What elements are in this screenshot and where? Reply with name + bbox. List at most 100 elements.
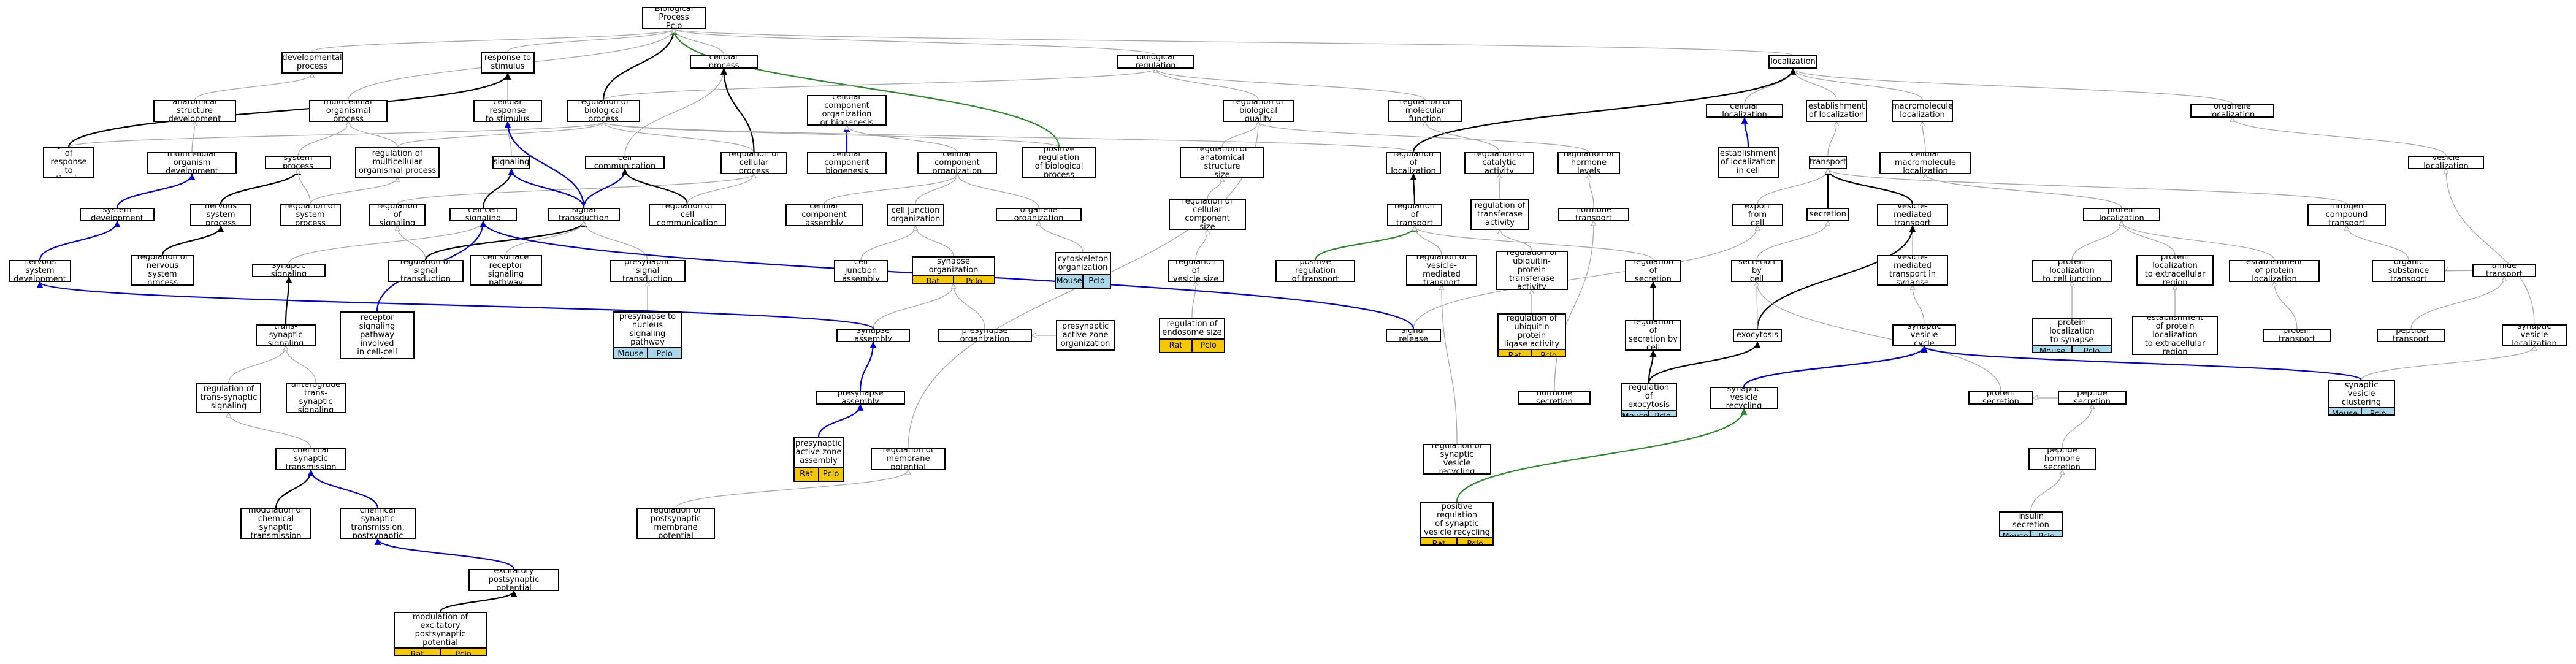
node-organelle-organization[interactable]: organelle organization (996, 208, 1082, 221)
node-cell-cell-signaling[interactable]: cell-cell signaling (449, 208, 517, 221)
node-regulation-of-ubiquitin-protein-ligase-activity[interactable]: regulation of ubiquitin protein ligase a… (1497, 313, 1566, 357)
node-developmental-process[interactable]: developmental process (281, 52, 343, 74)
node-secretion[interactable]: secretion (1806, 208, 1849, 221)
node-regulation-of-cell-communication[interactable]: regulation of cell communication (649, 204, 726, 226)
node-establishment-of-localization-in-cell[interactable]: establishment of localization in cell (1718, 147, 1779, 178)
node-regulation-of-anatomical-structure-size[interactable]: regulation of anatomical structure size (1180, 147, 1264, 178)
node-amide-transport[interactable]: amide transport (2472, 264, 2536, 277)
node-biological-process[interactable]: Biological Process Pclo (642, 7, 706, 29)
node-regulation-of-multicellular-organismal-process[interactable]: regulation of multicellular organismal p… (355, 147, 440, 178)
node-nitrogen-compound-transport[interactable]: nitrogen compound transport (2307, 204, 2386, 226)
node-chemical-synaptic-transmission[interactable]: chemical synaptic transmission (275, 448, 346, 470)
node-protein-localization[interactable]: protein localization (2083, 208, 2160, 221)
node-regulation-of-nervous-system-process[interactable]: regulation of nervous system process (131, 255, 194, 286)
node-regulation-of-system-process[interactable]: regulation of system process (280, 204, 341, 226)
node-vesicle-mediated-transport-in-synapse[interactable]: vesicle-mediated transport in synapse (1877, 255, 1948, 286)
node-regulation-of-catalytic-activity[interactable]: regulation of catalytic activity (1464, 152, 1534, 174)
node-synapse-assembly[interactable]: synapse assembly (836, 329, 910, 342)
node-presynaptic-active-zone-organization[interactable]: presynaptic active zone organization (1056, 320, 1115, 351)
node-synaptic-signaling[interactable]: synaptic signaling (252, 264, 326, 277)
node-biological-regulation[interactable]: biological regulation (1117, 55, 1194, 69)
node-cellular-response-to-stimulus[interactable]: cellular response to stimulus (473, 100, 542, 122)
node-system-development[interactable]: system development (80, 208, 155, 221)
node-regulation-of-secretion-by-cell[interactable]: regulation of secretion by cell (1625, 320, 1681, 351)
node-trans-synaptic-signaling[interactable]: trans-synaptic signaling (256, 324, 316, 346)
node-synaptic-vesicle-localization[interactable]: synaptic vesicle localization (2502, 324, 2567, 346)
node-presynaptic-signal-transduction[interactable]: presynaptic signal transduction (610, 260, 686, 282)
node-multicellular-organismal-process[interactable]: multicellular organismal process (309, 100, 388, 122)
node-regulation-of-postsynaptic-membrane-potential[interactable]: regulation of postsynaptic membrane pote… (636, 508, 715, 539)
node-anterograde-trans-synaptic-signaling[interactable]: anterograde trans-synaptic signaling (286, 383, 346, 413)
node-protein-secretion[interactable]: protein secretion (1968, 391, 2033, 405)
node-protein-localization-to-cell-junction[interactable]: protein localization to cell junction (2032, 260, 2112, 282)
node-presynapse-organization[interactable]: presynapse organization (938, 329, 1032, 342)
node-vesicle-localization[interactable]: vesicle localization (2408, 156, 2484, 169)
node-transport[interactable]: transport (1809, 156, 1847, 169)
node-regulation-of-cellular-component-size[interactable]: regulation of cellular component size (1169, 199, 1246, 230)
node-cellular-component-biogenesis[interactable]: cellular component biogenesis (807, 152, 887, 174)
node-establishment-of-protein-localization[interactable]: establishment of protein localization (2229, 260, 2320, 282)
node-modulation-of-chemical-synaptic-transmission[interactable]: modulation of chemical synaptic transmis… (240, 508, 311, 539)
node-positive-regulation-of-biological-process[interactable]: positive regulation of biological proces… (1022, 147, 1096, 178)
node-hormone-transport[interactable]: hormone transport (1558, 208, 1629, 221)
node-regulation-of-signaling[interactable]: regulation of signaling (369, 204, 426, 226)
node-regulation-of-membrane-potential[interactable]: regulation of membrane potential (871, 448, 946, 470)
node-regulation-of-secretion[interactable]: regulation of secretion (1625, 260, 1681, 282)
node-regulation-of-vesicle-size[interactable]: regulation of vesicle size (1168, 260, 1224, 282)
node-regulation-of-synaptic-vesicle-recycling[interactable]: regulation of synaptic vesicle recycling (1423, 444, 1491, 475)
node-positive-regulation-of-synaptic-vesicle-recycling[interactable]: positive regulation of synaptic vesicle … (1420, 502, 1494, 546)
node-regulation-of-biological-quality[interactable]: regulation of biological quality (1223, 100, 1294, 122)
node-macromolecule-localization[interactable]: macromolecule localization (1892, 100, 1953, 122)
node-cellular-component-organization[interactable]: cellular component organization (917, 152, 997, 174)
node-regulation-of-response-to-stimulus[interactable]: regulation of response to stimulus (43, 147, 94, 178)
node-organelle-localization[interactable]: organelle localization (2190, 104, 2274, 118)
node-signal-transduction[interactable]: signal transduction (548, 208, 620, 221)
node-cell-junction-assembly[interactable]: cell junction assembly (834, 260, 888, 282)
node-signaling[interactable]: signaling (492, 156, 530, 169)
node-regulation-of-molecular-function[interactable]: regulation of molecular function (1388, 100, 1462, 122)
node-cellular-process[interactable]: cellular process (690, 55, 758, 69)
node-cellular-component-assembly[interactable]: cellular component assembly (785, 204, 863, 226)
node-system-process[interactable]: system process (265, 156, 331, 169)
node-cellular-localization[interactable]: cellular localization (1706, 104, 1783, 118)
node-regulation-of-hormone-levels[interactable]: regulation of hormone levels (1557, 152, 1620, 174)
node-regulation-of-localization[interactable]: regulation of localization (1386, 152, 1441, 174)
node-regulation-of-transport[interactable]: regulation of transport (1387, 204, 1442, 226)
node-anatomical-structure-development[interactable]: anatomical structure development (153, 100, 236, 122)
node-localization[interactable]: localization (1768, 55, 1817, 69)
node-multicellular-organism-development[interactable]: multicellular organism development (147, 152, 237, 174)
node-protein-localization-to-extracellular-region[interactable]: protein localization to extracellular re… (2136, 255, 2214, 286)
node-organic-substance-transport[interactable]: organic substance transport (2372, 260, 2445, 282)
node-regulation-of-signal-transduction[interactable]: regulation of signal transduction (388, 260, 464, 282)
node-regulation-of-ubiquitin-protein-transferase-activity[interactable]: regulation of ubiquitin-protein transfer… (1496, 251, 1568, 290)
node-nervous-system-process[interactable]: nervous system process (190, 204, 251, 226)
node-peptide-transport[interactable]: peptide transport (2377, 329, 2445, 342)
node-peptide-hormone-secretion[interactable]: peptide hormone secretion (2028, 448, 2096, 470)
node-synaptic-vesicle-recycling[interactable]: synaptic vesicle recycling (1710, 387, 1778, 409)
node-excitatory-postsynaptic-potential[interactable]: excitatory postsynaptic potential (468, 569, 559, 591)
node-peptide-secretion[interactable]: peptide secretion (2058, 391, 2127, 405)
node-export-from-cell[interactable]: export from cell (1732, 204, 1783, 226)
node-regulation-of-trans-synaptic-signaling[interactable]: regulation of trans-synaptic signaling (196, 383, 261, 413)
node-response-to-stimulus[interactable]: response to stimulus (481, 52, 535, 74)
node-presynapse-assembly[interactable]: presynapse assembly (816, 391, 905, 405)
node-cellular-component-organization-or-biogenesis[interactable]: cellular component organization or bioge… (807, 95, 887, 126)
node-signal-release[interactable]: signal release (1386, 329, 1441, 342)
node-chemical-synaptic-transmission-postsynaptic[interactable]: chemical synaptic transmission, postsyna… (340, 508, 416, 539)
node-positive-regulation-of-transport[interactable]: positive regulation of transport (1275, 260, 1355, 282)
node-regulation-of-cellular-process[interactable]: regulation of cellular process (720, 152, 787, 174)
node-exocytosis[interactable]: exocytosis (1733, 329, 1782, 342)
node-synaptic-vesicle-cycle[interactable]: synaptic vesicle cycle (1892, 324, 1956, 346)
node-secretion-by-cell[interactable]: secretion by cell (1731, 260, 1783, 282)
node-establishment-of-localization[interactable]: establishment of localization (1806, 100, 1867, 122)
node-nervous-system-development[interactable]: nervous system development (9, 260, 71, 282)
node-cell-junction-organization[interactable]: cell junction organization (887, 204, 944, 226)
node-hormone-secretion[interactable]: hormone secretion (1518, 391, 1591, 405)
